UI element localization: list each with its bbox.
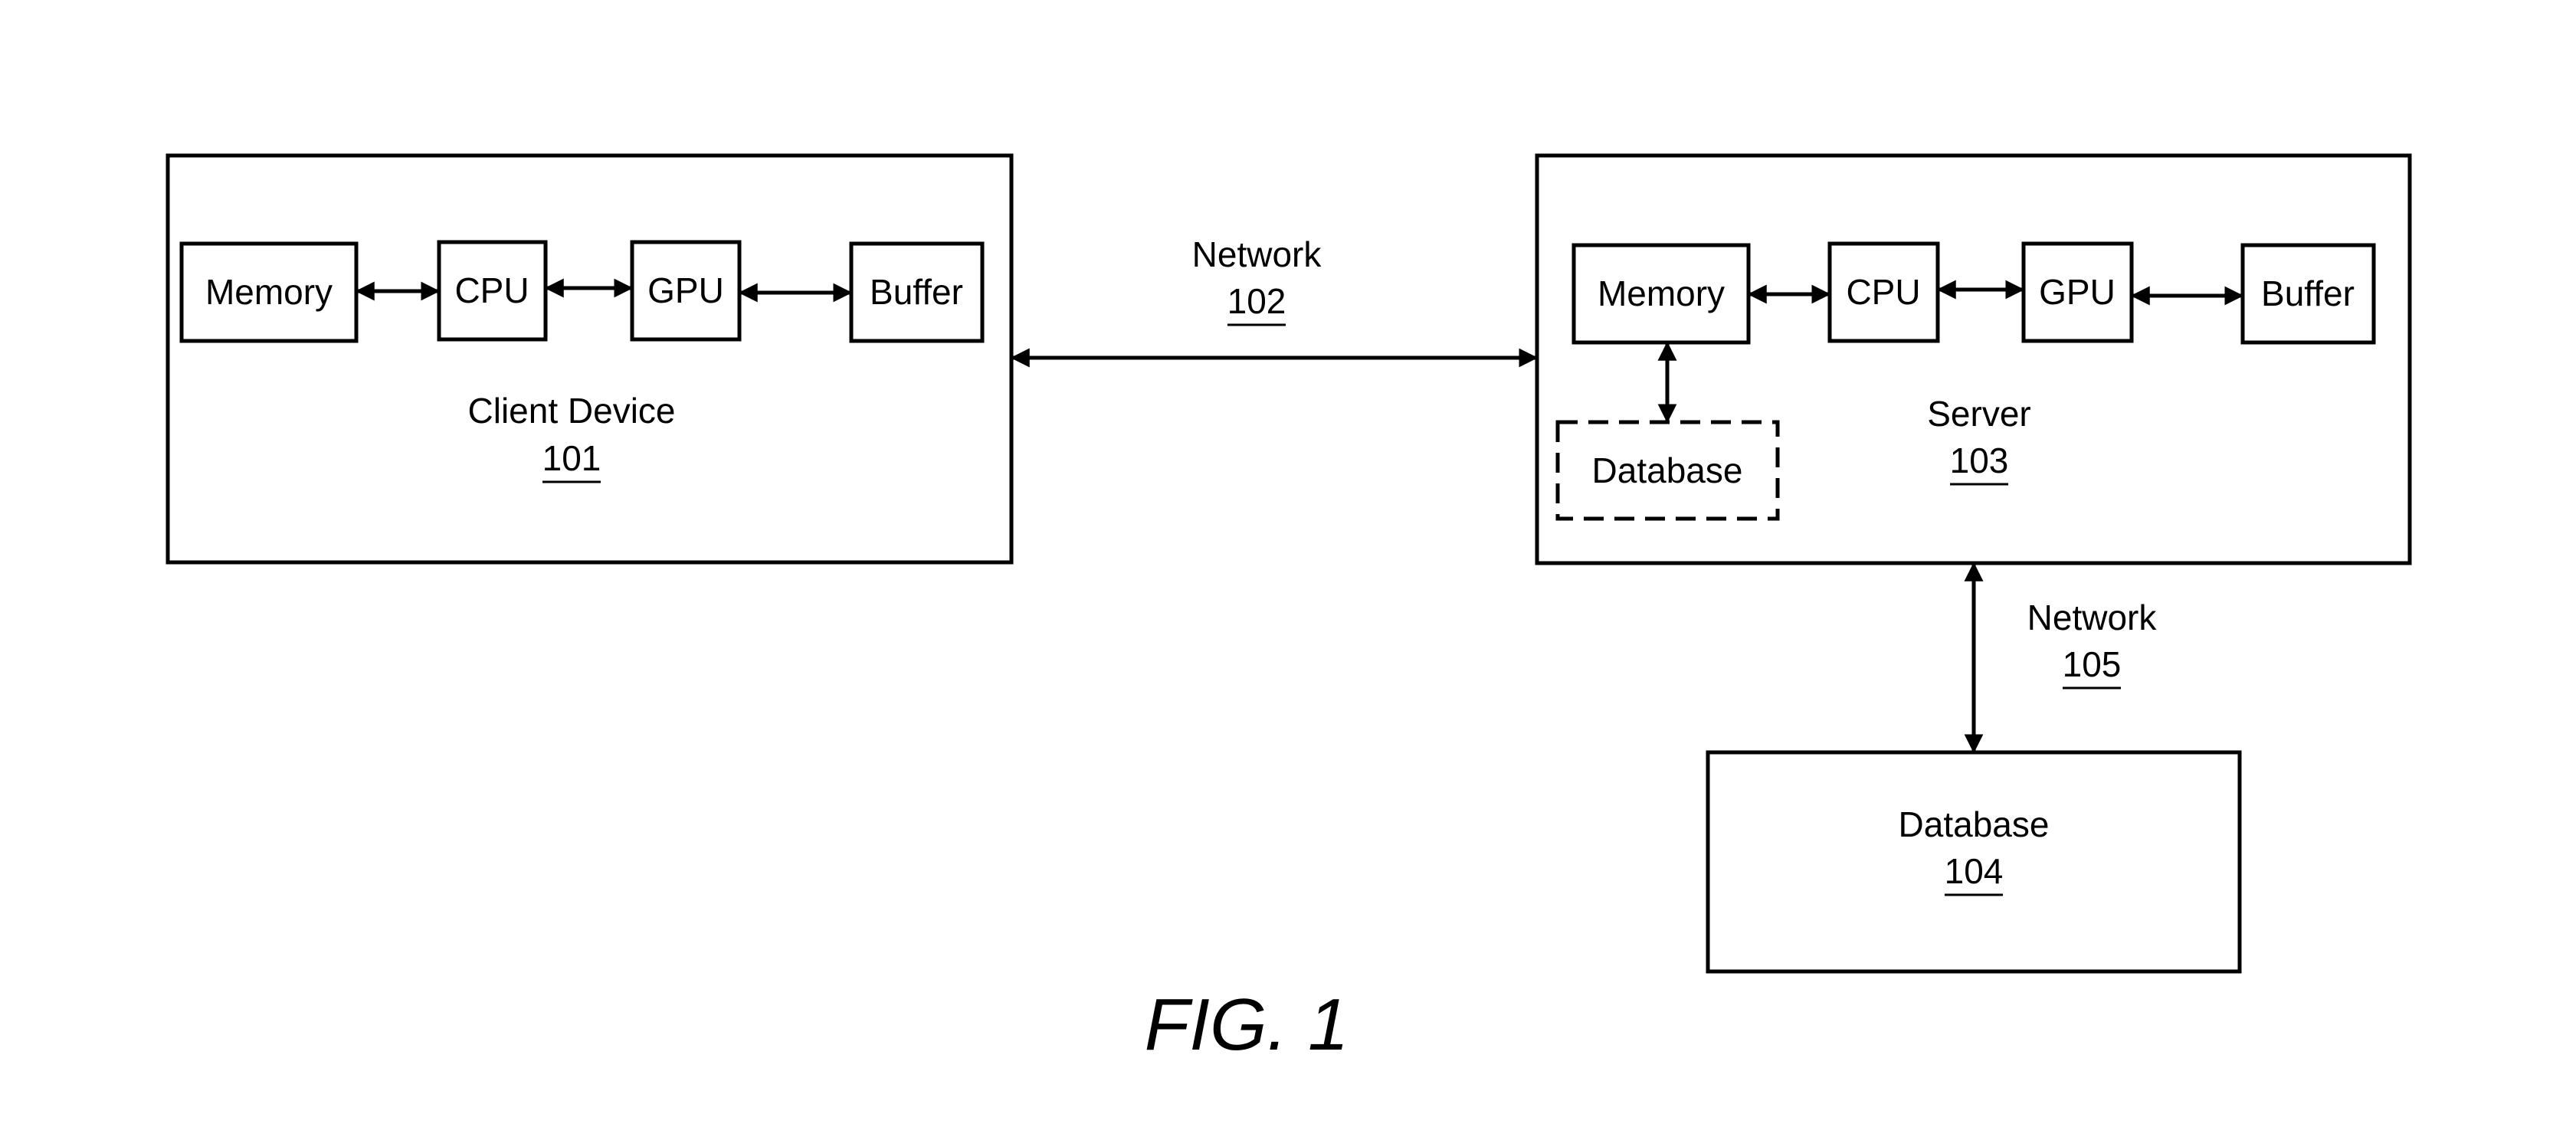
- server-buffer-box: [2240, 243, 2376, 345]
- server-buffer: Buffer: [2240, 243, 2376, 345]
- database-block: Database 104: [1706, 750, 2242, 974]
- server-block: Memory CPU GPU Buffer Database Server 10…: [1535, 153, 2412, 565]
- client-cpu-label: CPU: [454, 270, 529, 310]
- client-buffer: Buffer: [849, 241, 985, 343]
- client-device-ref: 101: [542, 438, 601, 478]
- client-device-label: Client Device: [468, 391, 676, 431]
- server-cpu: CPU: [1827, 241, 1940, 343]
- server-buffer-label: Buffer: [2261, 274, 2355, 313]
- client-cpu-box: [437, 240, 548, 342]
- client-buffer-label: Buffer: [870, 272, 963, 312]
- server-memory: Memory: [1571, 243, 1751, 345]
- client-memory: Memory: [179, 241, 359, 343]
- server-local-database: Database: [1555, 420, 1780, 521]
- database-ref: 104: [1945, 851, 2004, 891]
- network-102: Network 102: [1010, 234, 1539, 368]
- network-105: Network 105: [1964, 562, 2158, 754]
- network-105-label: Network: [2027, 598, 2158, 637]
- client-device-box: [166, 153, 1014, 565]
- server-ref: 103: [1950, 441, 2009, 480]
- network-102-label: Network: [1192, 234, 1322, 274]
- server-label: Server: [1927, 394, 2030, 434]
- client-gpu-box: [630, 240, 742, 342]
- client-buffer-box: [849, 241, 985, 343]
- network-105-ref: 105: [2063, 644, 2122, 684]
- database-box: [1706, 750, 2242, 974]
- figure-caption: FIG. 1: [1145, 984, 1349, 1066]
- client-gpu-label: GPU: [647, 270, 724, 310]
- server-memory-box: [1571, 243, 1751, 345]
- server-memory-label: Memory: [1598, 274, 1725, 313]
- client-cpu: CPU: [437, 240, 548, 342]
- server-gpu: GPU: [2021, 241, 2134, 343]
- server-local-database-box: [1555, 420, 1780, 521]
- network-102-ref: 102: [1227, 281, 1286, 321]
- server-cpu-box: [1827, 241, 1940, 343]
- database-label: Database: [1899, 804, 2050, 844]
- server-gpu-box: [2021, 241, 2134, 343]
- client-gpu: GPU: [630, 240, 742, 342]
- client-memory-box: [179, 241, 359, 343]
- server-gpu-label: GPU: [2039, 272, 2116, 312]
- client-memory-label: Memory: [205, 272, 333, 312]
- server-cpu-label: CPU: [1846, 272, 1920, 312]
- server-local-database-label: Database: [1592, 450, 1743, 490]
- client-device-block: Memory CPU GPU Buffer Client Device 101: [166, 153, 1014, 565]
